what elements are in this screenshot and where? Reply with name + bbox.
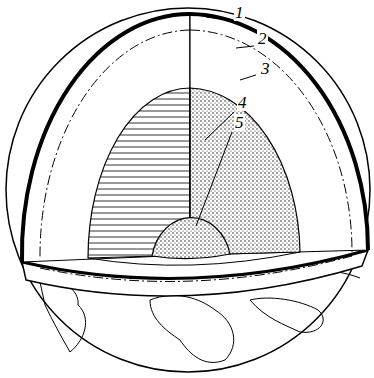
continent <box>150 295 234 362</box>
globe-outline <box>6 8 370 372</box>
callout-number: 3 <box>260 60 271 77</box>
callout-number: 5 <box>234 114 245 131</box>
inner-core <box>152 218 230 259</box>
callout-number: 2 <box>257 30 268 47</box>
callout-number: 1 <box>234 4 245 21</box>
leader-line <box>196 132 232 226</box>
continent <box>40 280 86 352</box>
leader-line <box>206 17 231 20</box>
cut-face <box>22 14 190 262</box>
leader-line <box>240 75 256 80</box>
cut-face <box>190 14 368 255</box>
leader-line <box>236 46 254 48</box>
continent <box>250 298 323 332</box>
callout-number: 4 <box>237 94 248 111</box>
leader-line <box>205 112 234 140</box>
